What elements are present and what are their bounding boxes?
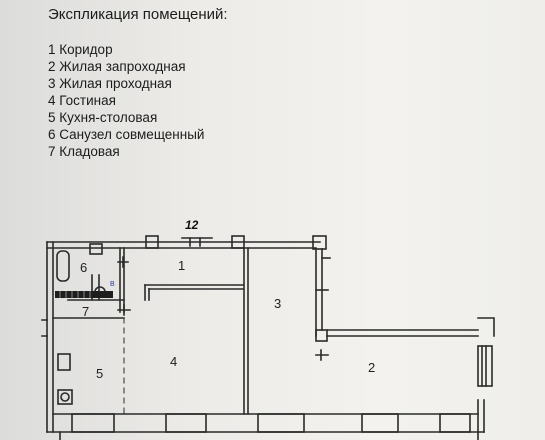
legend-item-rear-bedroom: 2 Жилая запроходная [48,59,186,74]
fixture-label: В [110,281,115,288]
room-legend: Экспликация помещений: 1 Коридор 2 Жилая… [48,4,228,160]
room-label-corridor: 1 [178,258,185,273]
room-label-rear-bedroom: 2 [368,360,375,375]
legend-item-kitchen-dining: 5 Кухня-столовая [48,110,158,125]
legend-item-bathroom: 6 Санузел совмещенный [48,127,205,142]
legend-title: Экспликация помещений: [48,6,228,23]
room-label-walkthrough-room: 3 [274,296,281,311]
legend-item-living-room: 4 Гостиная [48,93,116,108]
room-label-living-room: 4 [170,354,177,369]
legend-item-corridor: 1 Коридор [48,42,113,57]
room-label-kitchen-dining: 5 [96,366,103,381]
dimension-label: 12 [185,218,199,232]
legend-list: 1 Коридор 2 Жилая запроходная 3 Жилая пр… [48,41,228,160]
legend-item-walkthrough-room: 3 Жилая проходная [48,76,172,91]
legend-item-storage: 7 Кладовая [48,144,120,159]
room-label-storage: 7 [82,304,89,319]
room-label-bathroom: 6 [80,260,87,275]
